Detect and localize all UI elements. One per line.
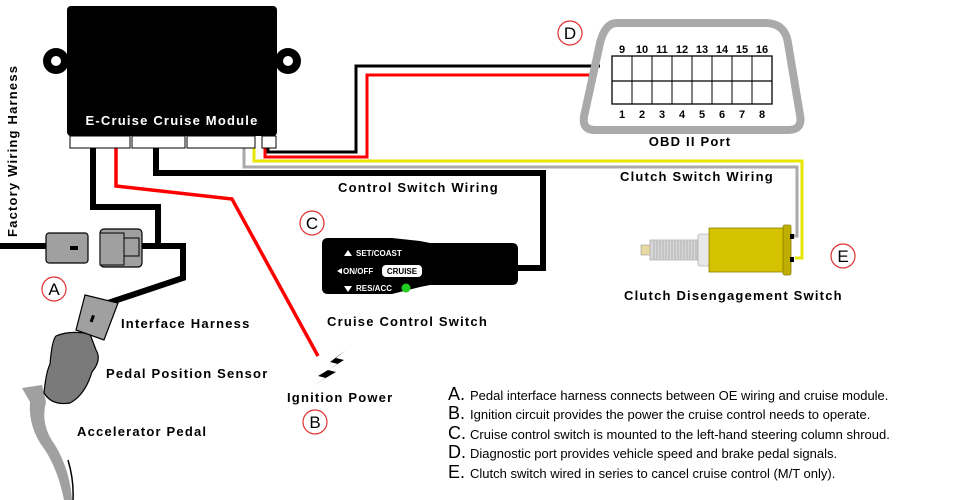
legend-letter: B. bbox=[448, 403, 470, 424]
ignition-power-label: Ignition Power bbox=[287, 390, 393, 405]
module-connector-2 bbox=[132, 136, 185, 148]
legend-text: Pedal interface harness connects between… bbox=[470, 388, 888, 403]
obd-pin-number: 8 bbox=[759, 109, 765, 121]
res-acc-label: RES/ACC bbox=[356, 284, 392, 293]
interface-harness-label: Interface Harness bbox=[121, 316, 251, 331]
obd-pin-number: 9 bbox=[619, 44, 625, 56]
badge-a: A bbox=[42, 277, 66, 301]
control-switch-wiring-label: Control Switch Wiring bbox=[338, 180, 499, 195]
obd-pin-number: 14 bbox=[716, 44, 729, 56]
obd-pin-number: 4 bbox=[679, 109, 686, 121]
cruise-control-switch: SET/COAST ON/OFF CRUISE RES/ACC bbox=[322, 238, 518, 294]
legend-letter: A. bbox=[448, 384, 470, 405]
legend-text: Cruise control switch is mounted to the … bbox=[470, 427, 890, 442]
legend-item: C.Cruise control switch is mounted to th… bbox=[448, 423, 890, 442]
badge-c: C bbox=[300, 211, 324, 235]
cruise-control-switch-label: Cruise Control Switch bbox=[327, 314, 488, 329]
obd-pin-number: 1 bbox=[619, 109, 625, 121]
badge-d: D bbox=[558, 21, 582, 45]
legend-item: E.Clutch switch wired in series to cance… bbox=[448, 462, 890, 481]
obd-black-wire bbox=[268, 66, 600, 152]
legend-item: D.Diagnostic port provides vehicle speed… bbox=[448, 442, 890, 461]
obd-red-wire bbox=[265, 75, 595, 157]
obd-port-label: OBD II Port bbox=[649, 134, 732, 149]
badge-b: B bbox=[303, 410, 327, 434]
legend-letter: E. bbox=[448, 462, 470, 483]
obd-pin-number: 5 bbox=[699, 109, 705, 121]
obd-pin-number: 12 bbox=[676, 44, 688, 56]
set-coast-label: SET/COAST bbox=[356, 249, 402, 258]
obd-pin-number: 2 bbox=[639, 109, 645, 121]
indicator-light bbox=[402, 284, 411, 293]
legend-text: Ignition circuit provides the power the … bbox=[470, 407, 870, 422]
module-connector-1 bbox=[70, 136, 130, 148]
legend-letter: D. bbox=[448, 442, 470, 463]
factory-connector bbox=[46, 229, 142, 267]
accelerator-pedal-label: Accelerator Pedal bbox=[77, 424, 207, 439]
factory-harness-label: Factory Wiring Harness bbox=[5, 65, 20, 237]
legend-text: Diagnostic port provides vehicle speed a… bbox=[470, 446, 837, 461]
obd-pin-number: 7 bbox=[739, 109, 745, 121]
legend-text: Clutch switch wired in series to cancel … bbox=[470, 466, 835, 481]
cruise-label: CRUISE bbox=[387, 267, 418, 276]
obd-pin-number: 11 bbox=[656, 44, 668, 56]
legend-item: A.Pedal interface harness connects betwe… bbox=[448, 384, 890, 403]
svg-text:B: B bbox=[309, 413, 320, 432]
svg-text:D: D bbox=[564, 24, 576, 43]
obd-pin-number: 10 bbox=[636, 44, 648, 56]
obd-pin-number: 3 bbox=[659, 109, 665, 121]
on-off-label: ON/OFF bbox=[343, 267, 373, 276]
legend: A.Pedal interface harness connects betwe… bbox=[448, 384, 890, 481]
module-connector-4 bbox=[262, 136, 276, 148]
module-label: E-Cruise Cruise Module bbox=[85, 113, 258, 128]
svg-text:E: E bbox=[837, 247, 848, 266]
svg-text:A: A bbox=[48, 280, 60, 299]
obd-pin-number: 13 bbox=[696, 44, 708, 56]
obd-port: 910111213141516 12345678 OBD II Port bbox=[584, 23, 801, 149]
obd-pin-number: 16 bbox=[756, 44, 768, 56]
clutch-disengagement-switch bbox=[641, 225, 794, 275]
svg-text:C: C bbox=[306, 214, 318, 233]
legend-item: B.Ignition circuit provides the power th… bbox=[448, 403, 890, 422]
obd-pin-number: 15 bbox=[736, 44, 748, 56]
cruise-module: E-Cruise Cruise Module bbox=[43, 6, 301, 148]
clutch-switch-wiring-label: Clutch Switch Wiring bbox=[620, 169, 774, 184]
clutch-disengagement-switch-label: Clutch Disengagement Switch bbox=[624, 288, 843, 303]
module-connector-3 bbox=[187, 136, 255, 148]
pedal-position-sensor-label: Pedal Position Sensor bbox=[106, 366, 268, 381]
legend-letter: C. bbox=[448, 423, 470, 444]
obd-pin-number: 6 bbox=[719, 109, 725, 121]
pedal-position-sensor bbox=[44, 332, 98, 403]
badge-e: E bbox=[831, 244, 855, 268]
